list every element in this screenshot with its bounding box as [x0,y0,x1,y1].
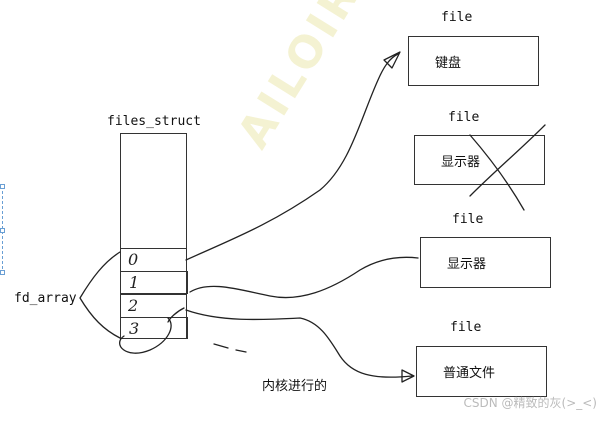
file-box-keyboard: 键盘 [408,36,539,86]
side-marker-handle-top [0,184,5,189]
side-marker-handle-bottom [0,270,5,275]
file-box-display-old-text: 显示器 [441,154,481,170]
file-box-regular-file: 普通文件 [416,346,547,397]
side-marker-handle-mid [0,228,5,233]
fd-slot-0: 0 [120,248,187,271]
files-struct-label: files_struct [107,114,201,129]
file-box-display-text: 显示器 [447,257,487,272]
files-struct-box: 0 1 2 3 [120,133,188,339]
file-box-keyboard-text: 键盘 [435,55,462,71]
file-label-2: file [448,110,480,125]
fd-array-brace [79,251,121,339]
fd2-squiggle [167,307,185,323]
annotation-dash [213,343,247,353]
fd-slot-1: 1 [120,271,188,294]
arrowhead-regular-file [401,369,415,383]
file-label-1: file [441,10,473,25]
arrow-fd1-to-display [189,256,419,299]
fd-slot-0-label: 0 [128,250,139,269]
fd-slot-3-label: 3 [129,319,140,338]
fd-array-label: fd_array [14,291,77,306]
fd-slot-3: 3 [120,317,188,339]
fd-slot-2-label: 2 [128,296,139,315]
arrow-fd0-to-keyboard [185,53,399,261]
cross-line-1 [469,134,525,211]
arrowhead-keyboard [383,51,401,69]
fd3-loop [118,317,172,354]
file-label-3: file [452,212,484,227]
source-credit: CSDN @精致的灰(>_<) [463,396,597,410]
side-selection-marker [0,184,5,275]
fd-slot-2: 2 [120,294,187,317]
file-box-display-old: 显示器 [414,135,545,185]
arrow-fd2-to-regular-file [185,309,413,378]
file-box-regular-file-text: 普通文件 [443,366,496,381]
file-label-4: file [450,320,482,335]
file-box-display: 显示器 [420,237,551,288]
cross-line-2 [469,124,546,197]
fd-slot-1-label: 1 [129,273,140,292]
kernel-annotation: 内核进行的 [262,379,328,394]
